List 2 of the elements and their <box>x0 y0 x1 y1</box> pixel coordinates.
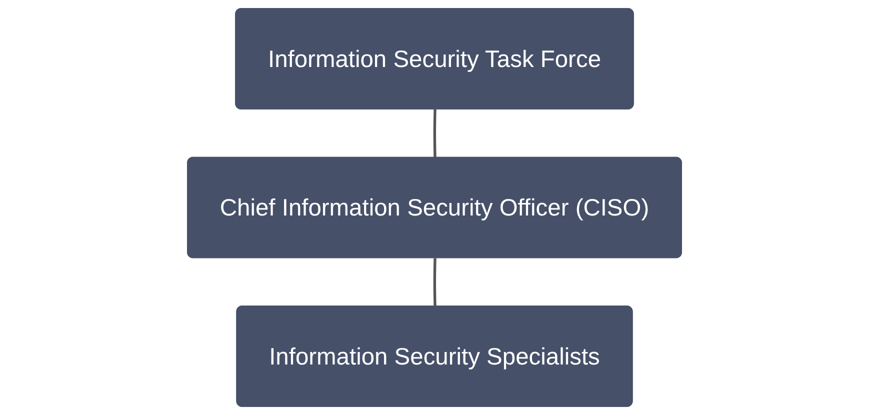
connector <box>433 258 436 307</box>
connector <box>433 109 436 158</box>
